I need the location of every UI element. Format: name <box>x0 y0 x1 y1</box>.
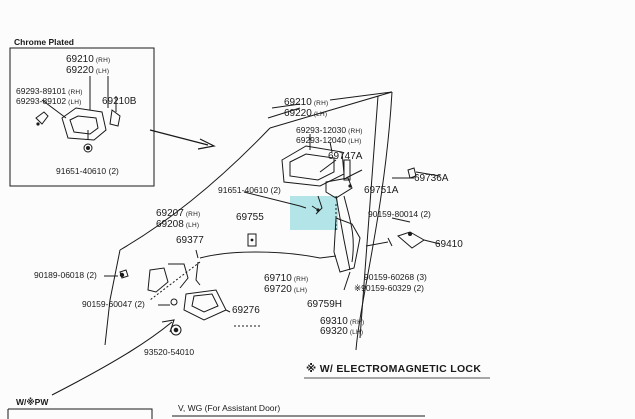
label-69377: 69377 <box>176 235 204 246</box>
label-handle-rh: 69210(RH) <box>284 97 329 108</box>
lock-shape <box>333 217 361 273</box>
inset-title: Chrome Plated <box>14 37 74 47</box>
inside-handle-shape <box>183 289 227 321</box>
label-93520: 93520-54010 <box>144 347 195 357</box>
bolt-icon <box>119 272 125 278</box>
label-69276: 69276 <box>232 305 260 316</box>
label-69755: 69755 <box>236 212 264 223</box>
label-inset-rod: 69210B <box>102 96 137 107</box>
label-69310: 69310(RH) <box>320 316 365 327</box>
label-inset-lh: 69220(LH) <box>66 65 110 76</box>
label-69736a: 69736A <box>414 173 449 184</box>
label-69208: 69208(LH) <box>156 219 200 230</box>
label-69751a: 69751A <box>364 185 399 196</box>
label-69759h: 69759H <box>307 299 343 310</box>
note-electromagnetic-lock: ※ W/ ELECTROMAGNETIC LOCK <box>306 363 482 375</box>
label-inset-rh: 69210(RH) <box>66 54 111 65</box>
label-90159-60268: 90159-60268 (3) <box>364 272 427 282</box>
highlight-region <box>290 196 338 230</box>
label-90189: 90189-06018 (2) <box>34 270 97 280</box>
label-69207: 69207(RH) <box>156 208 201 219</box>
label-69747a: 69747A <box>328 151 363 162</box>
note-pw: W/※PW <box>16 397 49 407</box>
label-90159-80014: 90159-80014 (2) <box>368 209 431 219</box>
label-screw-lh: 69293-12040(LH) <box>296 135 362 145</box>
inset-handle-shape <box>61 107 107 141</box>
label-inset-screw-rh: 69293-89101(RH) <box>16 86 83 96</box>
label-90159-60047: 90159-60047 (2) <box>82 299 145 309</box>
inset-frame <box>9 47 155 187</box>
label-69710: 69710(RH) <box>264 273 309 284</box>
label-69720: 69720(LH) <box>264 284 308 295</box>
label-90159-60329: ※90159-60329 (2) <box>354 283 424 293</box>
label-69410: 69410 <box>435 239 463 250</box>
note-assistant-door: V, WG (For Assistant Door) <box>178 403 281 413</box>
label-inset-screw-lh: 69293-89102(LH) <box>16 96 82 106</box>
label-91651: 91651-40610 (2) <box>218 185 281 195</box>
label-handle-lh: 69220(LH) <box>284 108 328 119</box>
label-69320: 69320(LH) <box>320 326 364 337</box>
label-inset-clip: 91651-40610 (2) <box>56 166 119 176</box>
label-screw-rh: 69293-12030(RH) <box>296 125 363 135</box>
